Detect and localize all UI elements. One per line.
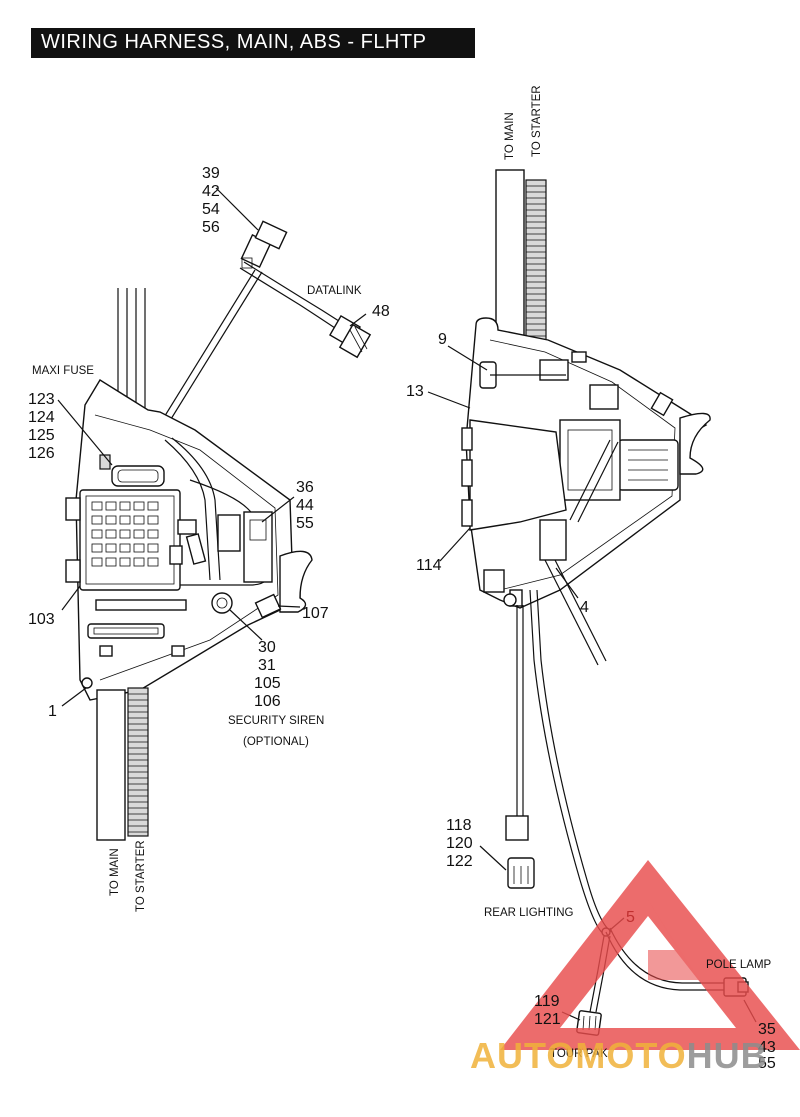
svg-text:119: 119 — [534, 993, 560, 1010]
svg-text:44: 44 — [296, 497, 314, 514]
datalink-connector-icon — [329, 315, 372, 359]
watermark-text-a: AUTOMOTO — [470, 1035, 687, 1076]
callout-1: 1 — [48, 703, 57, 720]
watermark-text: AUTOMOTOHUB — [470, 1035, 768, 1076]
callout-48: 48 — [372, 303, 390, 320]
callout-39-56: 39 42 54 56 — [202, 165, 220, 236]
title-bar: WIRING HARNESS, MAIN, ABS - FLHTP — [31, 28, 475, 58]
svg-text:122: 122 — [446, 853, 473, 870]
label-to-starter-left: TO STARTER — [135, 840, 147, 912]
label-tour-pak: TOUR PAK — [550, 1048, 608, 1060]
label-maxi-fuse: MAXI FUSE — [32, 365, 94, 377]
right-assembly — [461, 169, 749, 1036]
svg-text:118: 118 — [446, 817, 472, 834]
cover-plate — [469, 419, 567, 531]
callout-30-106: 30 31 105 106 — [254, 639, 281, 710]
label-to-main-left: TO MAIN — [109, 848, 121, 896]
svg-text:105: 105 — [254, 675, 281, 692]
callout-35-55: 35 43 55 — [758, 1021, 776, 1072]
callout-107: 107 — [302, 605, 329, 622]
svg-text:55: 55 — [296, 515, 314, 532]
callout-13: 13 — [406, 383, 424, 400]
svg-text:39: 39 — [202, 165, 220, 182]
svg-text:55: 55 — [758, 1055, 776, 1072]
watermark-text-b: HUB — [687, 1035, 768, 1076]
label-rear-lighting: REAR LIGHTING — [484, 907, 574, 919]
label-optional: (OPTIONAL) — [243, 736, 309, 748]
siren-connector-icon — [211, 592, 282, 619]
svg-text:35: 35 — [758, 1021, 776, 1038]
callout-123-126: 123 124 125 126 — [28, 391, 55, 462]
svg-text:30: 30 — [258, 639, 276, 656]
label-to-starter-right: TO STARTER — [531, 85, 543, 157]
callout-114: 114 — [416, 557, 442, 574]
left-leaders — [57, 187, 367, 707]
label-pole-lamp: POLE LAMP — [706, 959, 772, 971]
svg-text:56: 56 — [202, 219, 220, 236]
right-leaders — [427, 345, 757, 1023]
callout-118-122: 118 120 122 — [446, 817, 473, 870]
rear-lighting-connector-icon — [507, 857, 535, 889]
svg-text:120: 120 — [446, 835, 473, 852]
svg-text:36: 36 — [296, 479, 314, 496]
connector-39-icon — [240, 220, 288, 269]
callout-5: 5 — [626, 909, 635, 926]
svg-text:126: 126 — [28, 445, 55, 462]
label-security-siren: SECURITY SIREN — [228, 715, 324, 727]
svg-text:125: 125 — [28, 427, 55, 444]
svg-text:54: 54 — [202, 201, 220, 218]
left-assembly — [65, 220, 372, 841]
callout-4: 4 — [580, 599, 589, 616]
watermark-logo — [500, 860, 800, 1050]
label-to-main-right: TO MAIN — [504, 112, 516, 160]
callout-103: 103 — [28, 611, 55, 628]
watermark-triangle-icon — [500, 860, 800, 1050]
svg-text:124: 124 — [28, 409, 55, 426]
conduit-left — [127, 687, 149, 837]
maxi-fuse-icon — [99, 454, 165, 487]
callout-36-55: 36 44 55 — [296, 479, 314, 532]
svg-text:106: 106 — [254, 693, 281, 710]
label-datalink: DATALINK — [307, 285, 362, 297]
svg-text:42: 42 — [202, 183, 220, 200]
svg-text:123: 123 — [28, 391, 55, 408]
svg-text:43: 43 — [758, 1039, 776, 1056]
callout-119-121: 119 121 — [534, 993, 561, 1028]
fuse-block — [65, 489, 181, 591]
page-title: WIRING HARNESS, MAIN, ABS - FLHTP — [41, 31, 427, 53]
svg-text:31: 31 — [258, 657, 276, 674]
callout-9: 9 — [438, 331, 447, 348]
svg-text:121: 121 — [534, 1011, 561, 1028]
